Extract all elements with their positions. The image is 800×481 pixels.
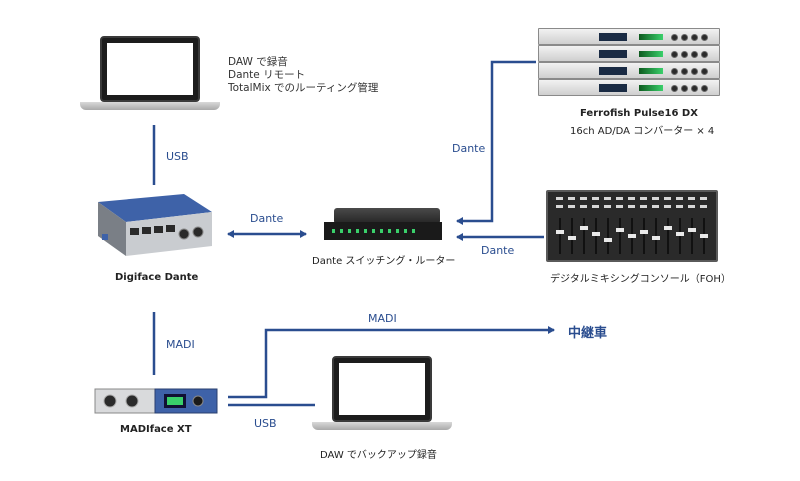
laptop-bottom <box>312 356 452 432</box>
ferrofish-unit-1 <box>538 28 720 45</box>
dante-left-label: Dante <box>250 212 284 225</box>
laptop-top-base <box>80 102 220 110</box>
ferrofish-rack-stack <box>538 28 720 98</box>
note-dante-remote: Dante リモート <box>228 69 306 81</box>
ferrofish-unit-3 <box>538 62 720 79</box>
digiface-dante-label: Digiface Dante <box>115 272 199 283</box>
laptop-bottom-label: DAW でバックアップ録音 <box>320 450 437 461</box>
ferrofish-unit-4 <box>538 79 720 96</box>
laptop-top-screen <box>100 36 200 102</box>
madi-out-line <box>228 326 555 399</box>
dante-console-label: Dante <box>481 244 515 257</box>
madi-out-label: MADI <box>368 312 397 325</box>
digiface-dante-device <box>92 190 216 264</box>
destination-label: 中継車 <box>568 326 608 341</box>
switch-top <box>334 208 440 224</box>
ferrofish-title: Ferrofish Pulse16 DX <box>580 108 698 119</box>
switch-front <box>324 222 442 240</box>
note-totalmix: TotalMix でのルーティング管理 <box>228 82 379 94</box>
usb-bottom-label: USB <box>254 417 277 430</box>
madiface-label: MADIface XT <box>120 424 192 435</box>
usb-top-label: USB <box>166 150 189 163</box>
laptop-bottom-base <box>312 422 452 430</box>
ferrofish-dante-line <box>456 60 536 225</box>
madi-vertical-label: MADI <box>166 338 195 351</box>
console-label: デジタルミキシングコンソール（FOH） <box>550 274 731 285</box>
note-daw-record: DAW で録音 <box>228 56 288 68</box>
madiface-xt-device <box>94 386 218 416</box>
dante-switch-device <box>324 208 444 244</box>
laptop-bottom-screen <box>332 356 432 422</box>
ferrofish-subtitle: 16ch AD/DA コンバーター × 4 <box>570 126 715 137</box>
ferrofish-unit-2 <box>538 45 720 62</box>
dante-top-right-label: Dante <box>452 142 486 155</box>
laptop-top <box>80 36 220 112</box>
mixing-console-device <box>546 190 718 262</box>
laptop-top-notes: DAW で録音 Dante リモート TotalMix でのルーティング管理 <box>228 56 378 95</box>
dante-switch-label: Dante スイッチング・ルーター <box>312 256 456 267</box>
